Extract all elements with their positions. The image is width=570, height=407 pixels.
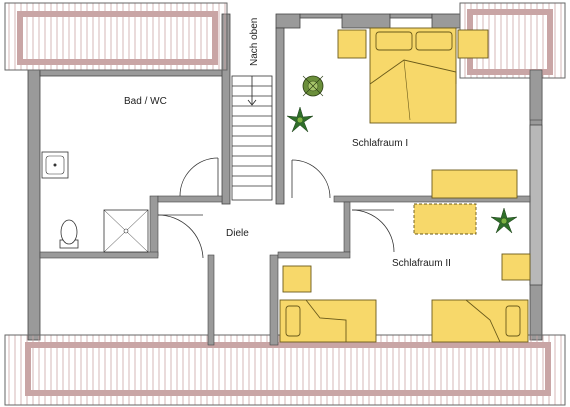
staircase — [231, 75, 273, 201]
room-label-bedroom2: Schlafraum II — [392, 258, 451, 269]
roof-overhang-bottom — [4, 334, 566, 406]
door-swing-icon — [157, 157, 395, 259]
bed-single-left — [279, 299, 377, 343]
desk — [413, 203, 477, 235]
room-label-bedroom1: Schlafraum I — [352, 138, 408, 149]
interior-walls — [39, 69, 543, 346]
stairs-label: Nach oben — [249, 18, 260, 66]
room-label-hall: Diele — [226, 228, 249, 239]
bed-single-right — [431, 299, 529, 343]
wardrobe-bedroom1 — [431, 169, 518, 199]
armchair — [282, 265, 312, 293]
toilet-icon — [59, 219, 79, 249]
shower-icon — [103, 209, 149, 253]
nightstand-left — [337, 29, 367, 59]
room-label-bath: Bad / WC — [124, 96, 167, 107]
sink-icon — [41, 151, 69, 179]
plant-icon — [286, 106, 314, 133]
plant-icon — [490, 207, 518, 234]
outer-walls — [27, 13, 543, 341]
nightstand-right — [457, 29, 489, 59]
roof-overhang-top-left — [4, 2, 228, 71]
plant-icon — [302, 75, 324, 97]
bed-double — [369, 27, 457, 124]
side-table — [501, 253, 531, 281]
